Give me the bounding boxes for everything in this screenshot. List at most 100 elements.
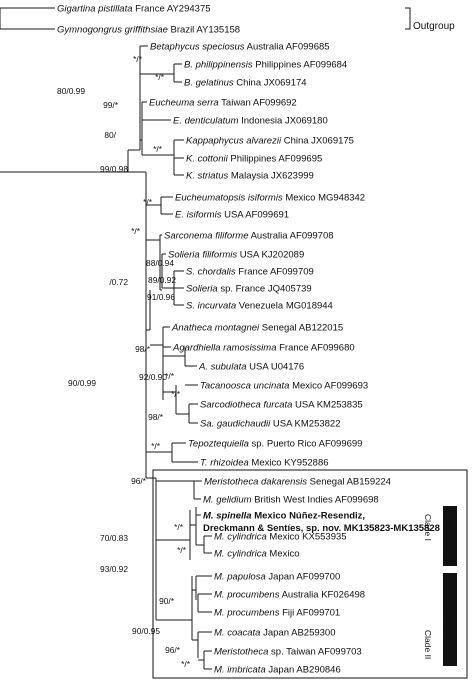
taxon-label: K. cottonii Philippines AF099695 [186, 154, 322, 165]
taxon-info: USA U04176 [247, 362, 305, 373]
support-value: 96/* [165, 645, 181, 655]
support-value: */* [151, 441, 161, 451]
taxon-species: Sarconema filiforme [164, 231, 248, 242]
taxon-species: K. striatus [186, 171, 228, 182]
taxon-species: Kappaphycus alvarezii [186, 136, 282, 147]
support-value: 89/0.92 [148, 275, 176, 285]
taxon-species: E. isiformis [175, 210, 222, 221]
support-value: 98/* [135, 344, 151, 354]
support-value: 96/* [131, 476, 147, 486]
support-value: */* [171, 389, 181, 399]
taxon-labels: Gigartina pistillata France AY294375Gymn… [57, 4, 440, 676]
support-value: 70/0.83 [100, 533, 128, 543]
taxon-info: Japan AB259300 [260, 628, 335, 639]
clade-i-bar [443, 506, 457, 566]
clade-ii-label: Clade II [423, 630, 433, 659]
taxon-species: Tepoztequiella [188, 439, 249, 450]
support-value: 99/0.98 [100, 164, 128, 174]
taxon-info: Australia KF026498 [279, 590, 365, 601]
taxon-species: A. subulata [198, 362, 247, 373]
clade-ii-bar [443, 573, 457, 666]
taxon-info: France AF099680 [276, 343, 354, 354]
taxon-info: China JX069175 [281, 136, 354, 147]
support-value: */* [177, 545, 187, 555]
taxon-label: Kappaphycus alvarezii China JX069175 [186, 136, 354, 147]
meristotheca-box [152, 469, 468, 679]
taxon-info: Venezuela MG018944 [236, 301, 333, 312]
support-value: */* [133, 54, 143, 64]
taxon-species: Solieria [186, 284, 218, 295]
support-value: 92/0.90 [139, 372, 167, 382]
taxon-species: M. cylindrica [214, 532, 267, 543]
taxon-info: sp. Taiwan AF099703 [268, 647, 361, 658]
taxon-label: K. striatus Malaysia JX623999 [186, 171, 314, 182]
taxon-label: M. gelidium British West Indies AF099698 [203, 495, 379, 506]
taxon-label: Tacanoosca uncinata Mexico AF099693 [200, 381, 368, 392]
taxon-label: M. coacata Japan AB259300 [214, 628, 335, 639]
taxon-species: Sarcodiotheca furcata [200, 400, 292, 411]
taxon-species: Solieria filiformis [168, 250, 237, 261]
taxon-species: M. coacata [214, 628, 260, 639]
taxon-label: M. cylindrica Mexico [214, 549, 300, 560]
taxon-info: USA AF099691 [221, 210, 289, 221]
support-value: 93/0.92 [100, 564, 128, 574]
support-value: */* [155, 72, 165, 82]
support-value: 80/0.99 [57, 86, 85, 96]
taxon-species: S. chordalis [186, 267, 236, 278]
taxon-species: B. philippinensis [184, 60, 253, 71]
taxon-label-line2: Dreckmann & Sentíes, sp. nov. MK135823-M… [203, 523, 440, 534]
taxon-label: Solieria sp. France JQ405739 [186, 284, 312, 295]
taxon-info: Fiji AF099701 [279, 608, 340, 619]
taxon-species: T. rhizoidea [200, 458, 249, 469]
taxon-label: Anatheca montagnei Senegal AB122015 [171, 323, 343, 334]
taxon-info: Taiwan AF099692 [219, 98, 297, 109]
taxon-label: Agardhiella ramosissima France AF099680 [172, 343, 355, 354]
taxon-info: USA KJ202089 [237, 250, 304, 261]
support-value: 90/0.95 [132, 626, 160, 636]
taxon-species: M. papulosa [214, 572, 266, 583]
taxon-label: Meristotheca sp. Taiwan AF099703 [214, 647, 362, 658]
taxon-label: B. philippinensis Philippines AF099684 [184, 60, 347, 71]
support-value: */* [181, 659, 191, 669]
taxon-info: USA KM253822 [270, 419, 340, 430]
taxon-species: B. gelatinus [184, 78, 234, 89]
support-value: 90/* [159, 596, 175, 606]
taxon-info: Mexico [267, 549, 300, 560]
support-value: */* [165, 371, 175, 381]
taxon-label: M. papulosa Japan AF099700 [214, 572, 340, 583]
support-value: 98/* [148, 412, 164, 422]
support-value: 80/ [104, 130, 116, 140]
support-values: */**/*80/0.9999/*80/*/*99/0.98*/**/*88/0… [57, 54, 191, 669]
taxon-species: E. denticulatum [173, 116, 239, 127]
support-value: 99/* [103, 100, 119, 110]
taxon-label: M. procumbens Australia KF026498 [214, 590, 365, 601]
taxon-label: M. spinella Mexico Núñez-Resendiz, [203, 511, 365, 522]
taxon-species: Eucheumatopsis isiformis [175, 193, 283, 204]
taxon-info: sp. France JQ405739 [218, 284, 312, 295]
taxon-info: France AY294375 [133, 4, 211, 15]
taxon-species: Agardhiella ramosissima [172, 343, 276, 354]
taxon-info: Japan AF099700 [266, 572, 340, 583]
taxon-label: E. denticulatum Indonesia JX069180 [173, 116, 328, 127]
taxon-label: Tepoztequiella sp. Puerto Rico AF099699 [188, 439, 362, 450]
taxon-species: M. gelidium [203, 495, 252, 506]
taxon-label: B. gelatinus China JX069174 [184, 78, 307, 89]
taxon-label: Betaphycus speciosus Australia AF099685 [150, 42, 330, 53]
taxon-label: M. procumbens Fiji AF099701 [214, 608, 340, 619]
taxon-label: E. isiformis USA AF099691 [175, 210, 289, 221]
taxon-info: China JX069174 [234, 78, 307, 89]
taxon-info: sp. Puerto Rico AF099699 [249, 439, 363, 450]
taxon-info: Japan AB290846 [266, 665, 341, 676]
taxon-species: Sa. gaudichaudii [200, 419, 271, 430]
taxon-info: Senegal AB122015 [259, 323, 343, 334]
taxon-info: Indonesia JX069180 [238, 116, 327, 127]
taxon-label: Meristotheca dakarensis Senegal AB159224 [204, 477, 391, 488]
taxon-info: France AF099709 [236, 267, 314, 278]
taxon-species: M. procumbens [214, 590, 280, 601]
tree-branches [0, 7, 212, 670]
support-value: 90/0.99 [68, 378, 96, 388]
clade-i-label: Clade I [423, 514, 433, 541]
taxon-info: USA KM253835 [292, 400, 362, 411]
taxon-info: Senegal AB159224 [307, 477, 391, 488]
